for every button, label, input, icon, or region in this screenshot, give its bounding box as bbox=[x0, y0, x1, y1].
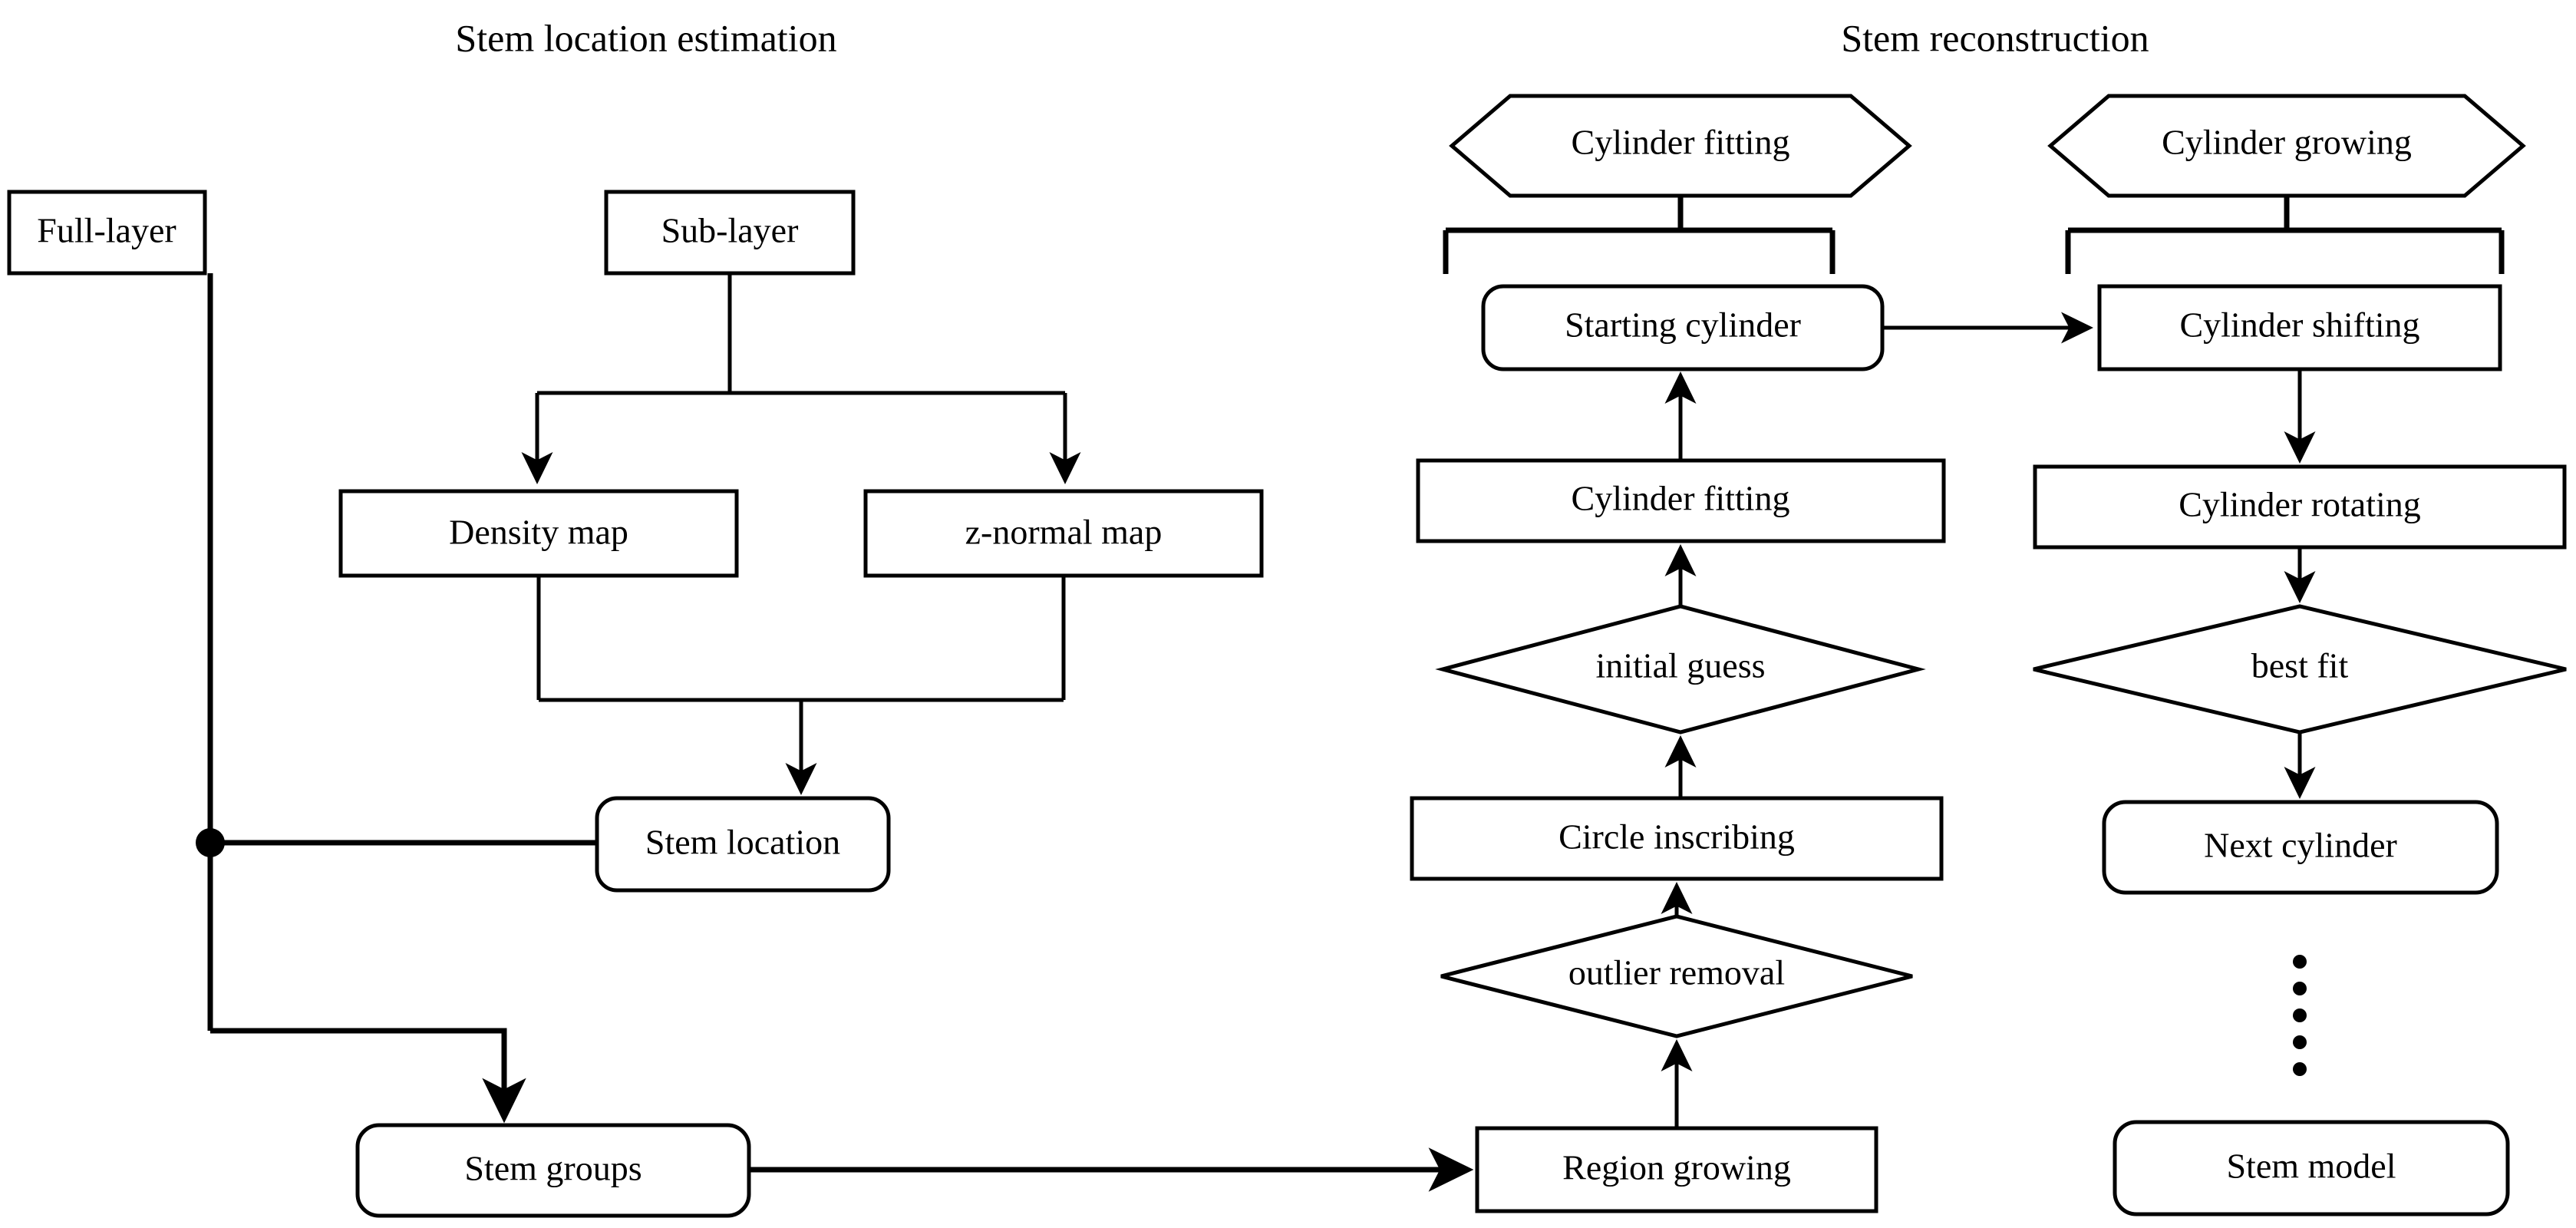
node-circle-inscribing[interactable]: Circle inscribing bbox=[1410, 796, 1944, 881]
node-z-normal-map-label: z-normal map bbox=[965, 513, 1163, 552]
node-density-map[interactable]: Density map bbox=[338, 489, 739, 578]
node-cylinder-rotating[interactable]: Cylinder rotating bbox=[2033, 464, 2567, 550]
node-starting-cylinder-label: Starting cylinder bbox=[1565, 305, 1801, 345]
node-best-fit[interactable]: best fit bbox=[2033, 604, 2567, 734]
node-stem-groups-label: Stem groups bbox=[464, 1149, 642, 1188]
section-title-stem-reconstruction: Stem reconstruction bbox=[1841, 16, 2149, 59]
node-starting-cylinder[interactable]: Starting cylinder bbox=[1481, 284, 1885, 371]
node-initial-guess[interactable]: initial guess bbox=[1435, 604, 1926, 734]
node-initial-guess-label: initial guess bbox=[1595, 646, 1765, 685]
section-title-stem-location-estimation: Stem location estimation bbox=[455, 16, 836, 59]
node-stem-model[interactable]: Stem model bbox=[2113, 1120, 2510, 1216]
node-density-map-label: Density map bbox=[449, 513, 628, 552]
node-sub-layer[interactable]: Sub-layer bbox=[604, 190, 856, 276]
node-full-layer-label: Full-layer bbox=[37, 211, 176, 250]
node-region-growing-label: Region growing bbox=[1562, 1148, 1791, 1187]
node-stem-location[interactable]: Stem location bbox=[595, 796, 891, 893]
node-stem-location-label: Stem location bbox=[645, 823, 840, 862]
node-cylinder-growing-group[interactable]: Cylinder growing bbox=[2047, 94, 2526, 198]
node-full-layer[interactable]: Full-layer bbox=[7, 190, 207, 276]
node-region-growing[interactable]: Region growing bbox=[1475, 1126, 1878, 1213]
node-circle-inscribing-label: Circle inscribing bbox=[1558, 817, 1795, 857]
node-cylinder-shifting[interactable]: Cylinder shifting bbox=[2097, 284, 2502, 371]
bracket-cylinder-fitting bbox=[1443, 227, 1836, 274]
node-outlier-removal-label: outlier removal bbox=[1568, 953, 1785, 992]
node-cylinder-shifting-label: Cylinder shifting bbox=[2179, 305, 2419, 345]
node-outlier-removal[interactable]: outlier removal bbox=[1440, 914, 1913, 1038]
node-cylinder-fitting-group[interactable]: Cylinder fitting bbox=[1449, 94, 1912, 198]
bracket-cylinder-growing bbox=[2065, 227, 2505, 274]
node-cylinder-growing-group-label: Cylinder growing bbox=[2162, 123, 2412, 162]
node-cylinder-fitting[interactable]: Cylinder fitting bbox=[1416, 458, 1946, 543]
node-z-normal-map[interactable]: z-normal map bbox=[863, 489, 1264, 578]
node-cylinder-fitting-group-label: Cylinder fitting bbox=[1572, 123, 1790, 162]
node-best-fit-label: best fit bbox=[2251, 646, 2349, 685]
node-cylinder-fitting-label: Cylinder fitting bbox=[1572, 479, 1790, 518]
node-sub-layer-label: Sub-layer bbox=[661, 211, 799, 250]
node-cylinder-rotating-label: Cylinder rotating bbox=[2179, 485, 2421, 524]
junction-dot bbox=[196, 828, 225, 857]
node-stem-model-label: Stem model bbox=[2226, 1147, 2396, 1186]
ellipsis-dots bbox=[2293, 955, 2307, 1076]
node-next-cylinder[interactable]: Next cylinder bbox=[2102, 800, 2499, 895]
node-next-cylinder-label: Next cylinder bbox=[2204, 826, 2397, 865]
edge-full-layer-to-stem-groups bbox=[210, 1028, 526, 1124]
node-stem-groups[interactable]: Stem groups bbox=[355, 1123, 751, 1218]
